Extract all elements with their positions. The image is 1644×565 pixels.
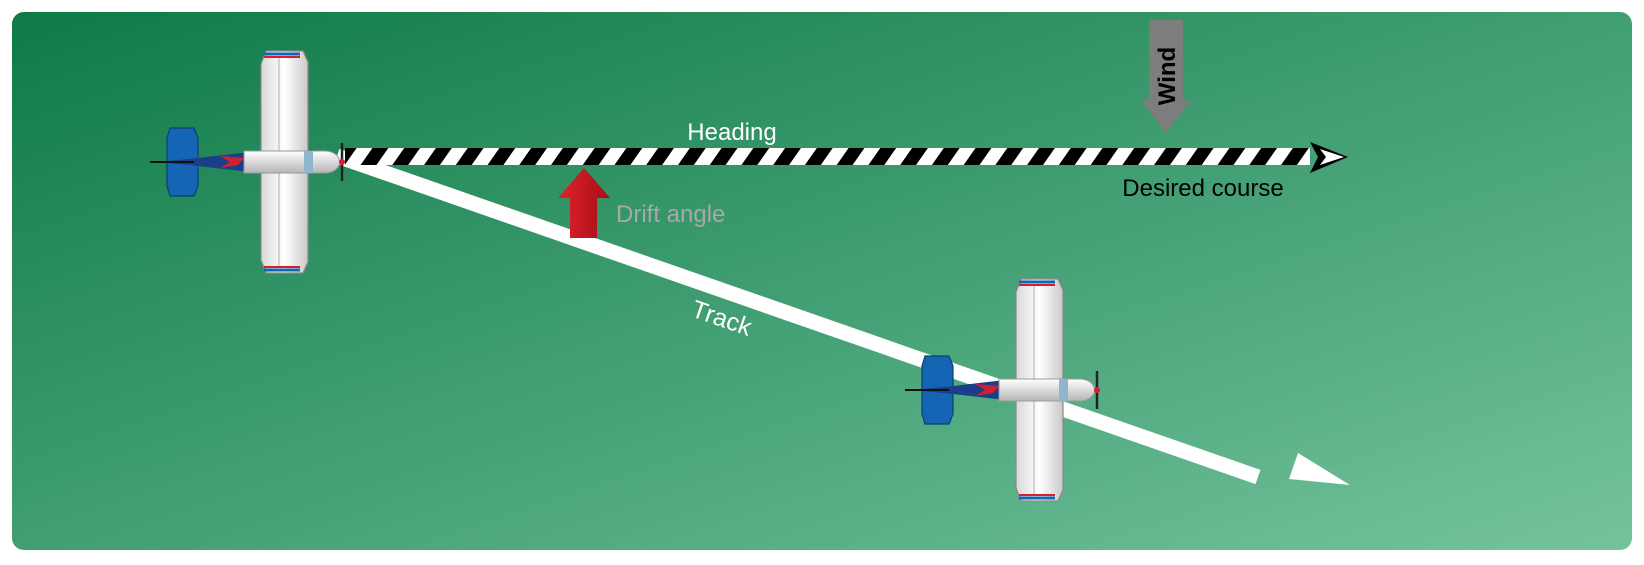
background-panel: [12, 12, 1632, 550]
drift-angle-label: Drift angle: [616, 201, 725, 228]
desired-course-label: Desired course: [1122, 175, 1283, 202]
track-line: [334, 148, 1350, 485]
heading-label: Heading: [687, 119, 776, 146]
wind-label: Wind: [1154, 47, 1181, 105]
desired-course-line: [345, 142, 1348, 173]
wind-arrow: [1141, 20, 1191, 133]
drift-angle-arrow: [558, 168, 610, 238]
